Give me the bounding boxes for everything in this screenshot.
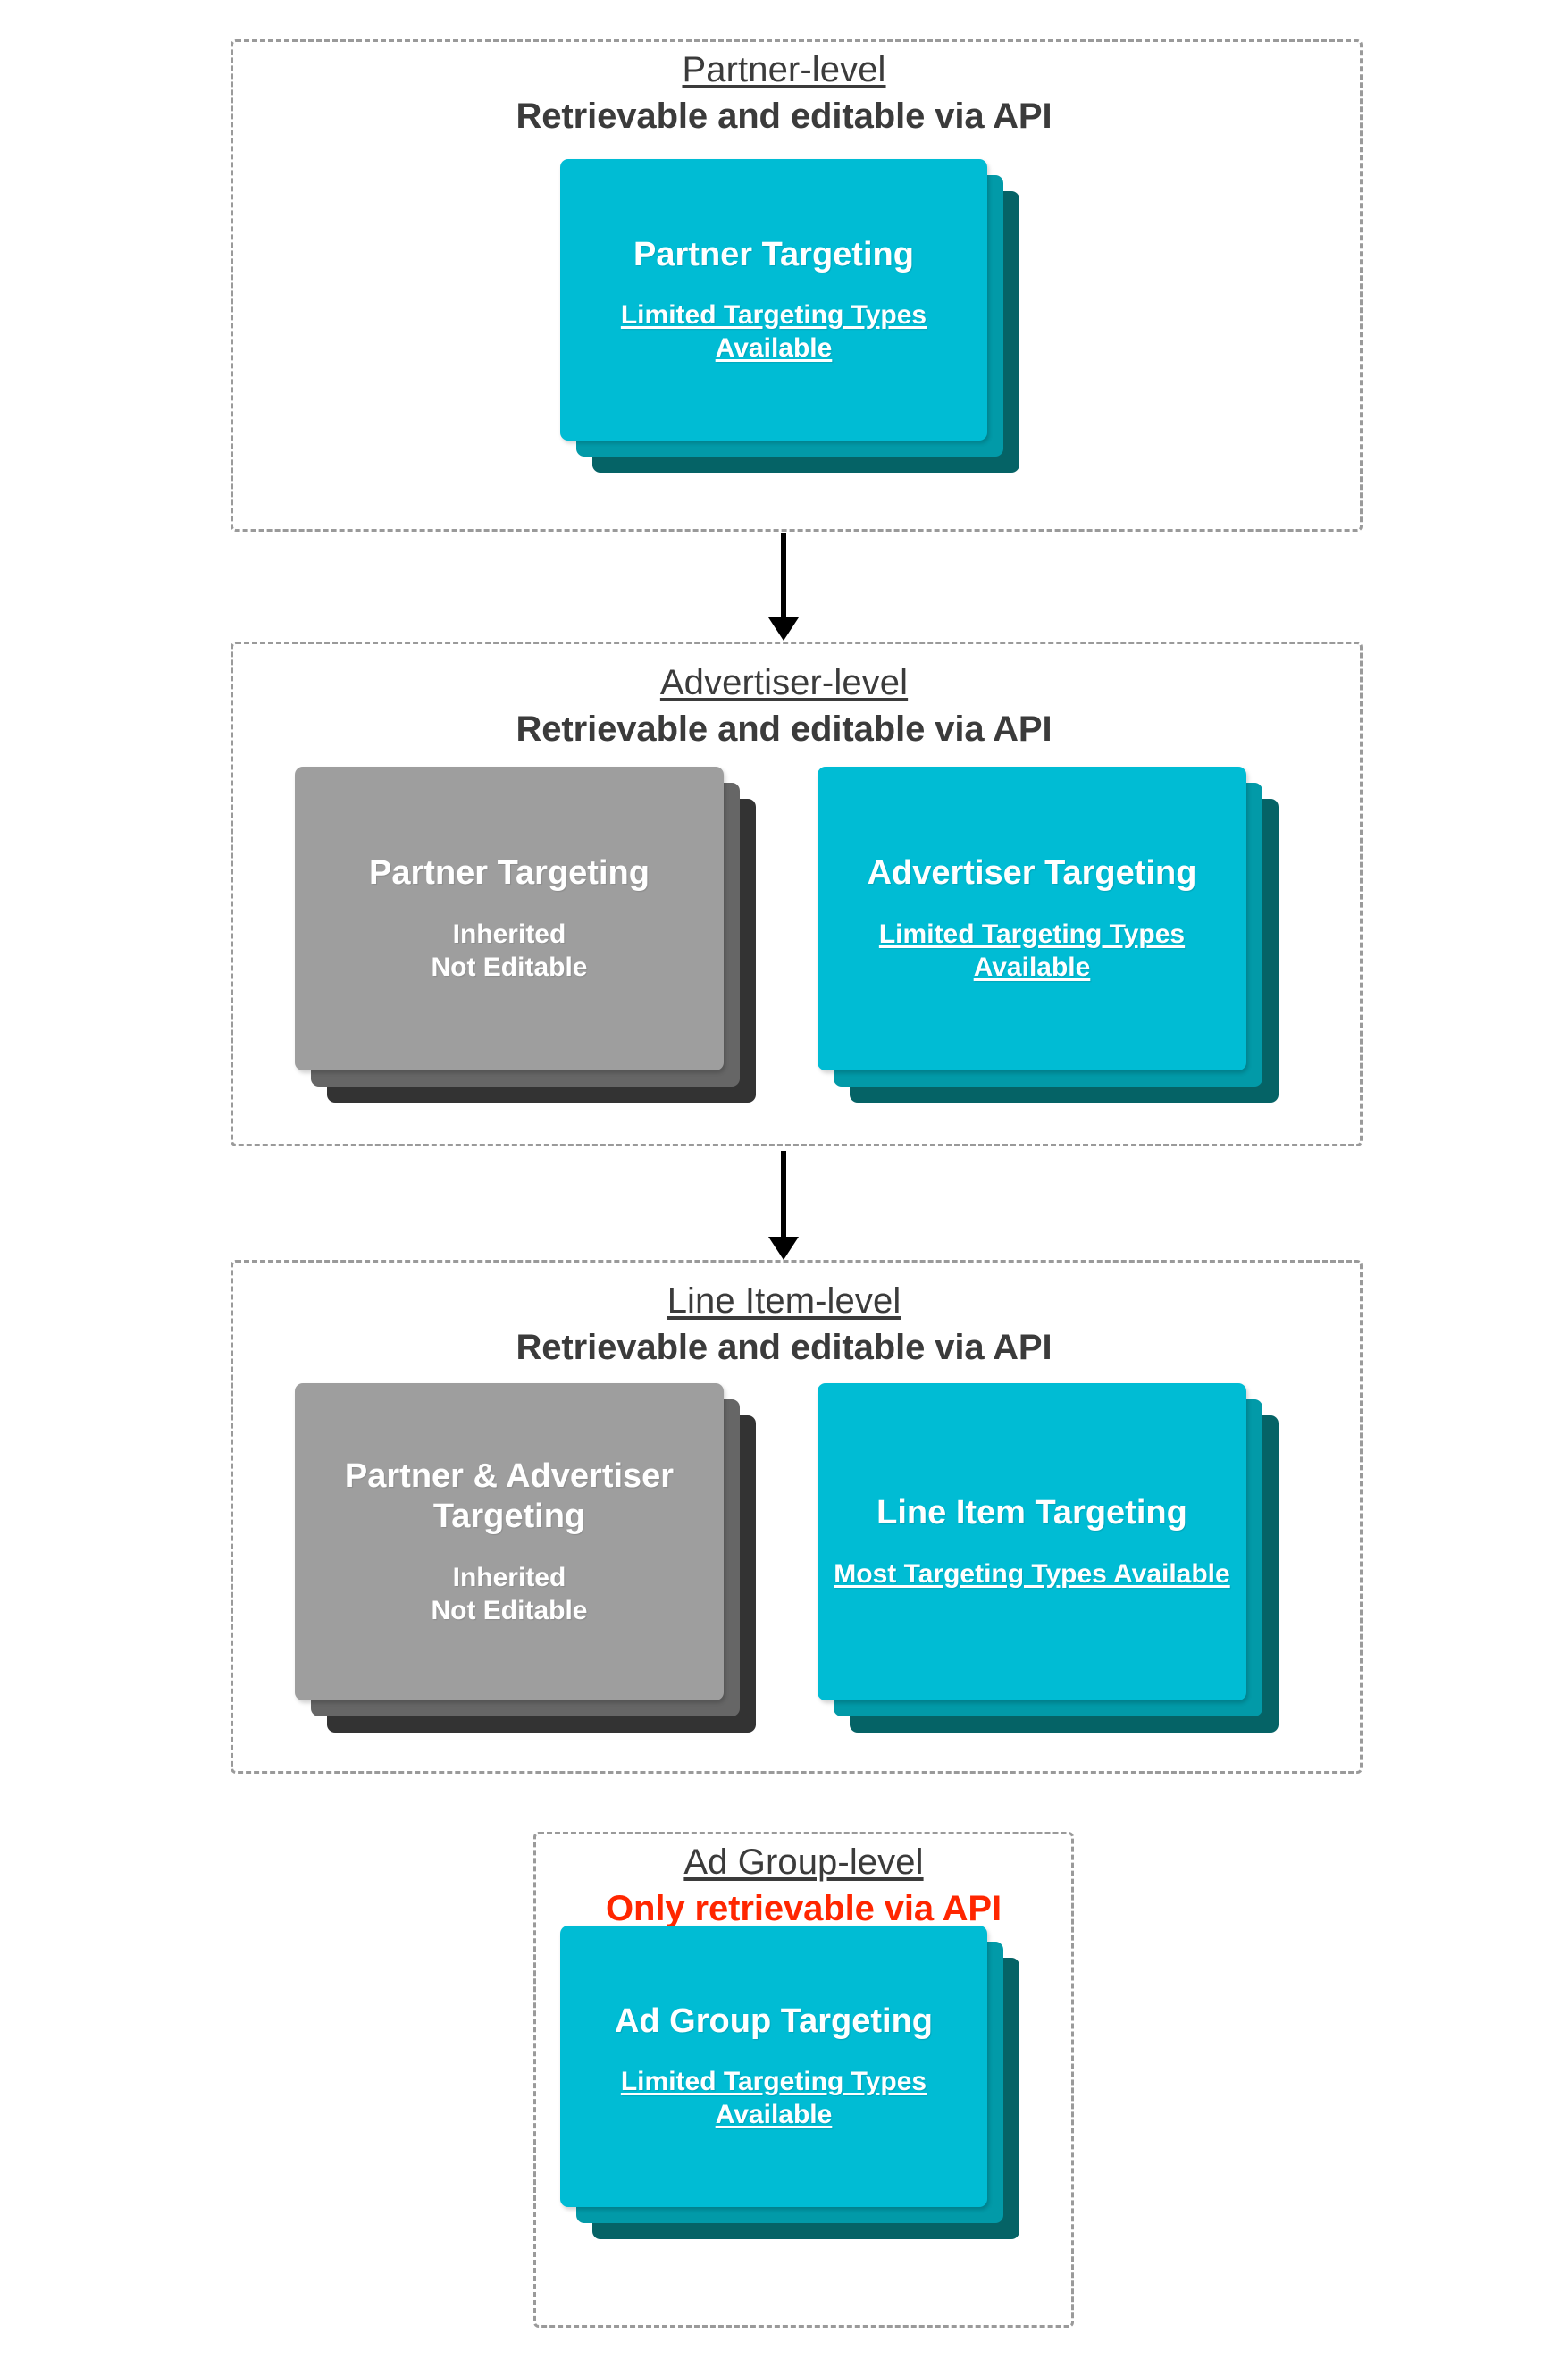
card-advertiser-targeting[interactable]: Advertiser Targeting Limited Targeting T… bbox=[818, 767, 1279, 1103]
card-adgroup-targeting[interactable]: Ad Group Targeting Limited Targeting Typ… bbox=[560, 1926, 1019, 2239]
arrow-down-icon-advertiser-to-lineitem bbox=[766, 1151, 801, 1260]
level-header-adgroup: Ad Group-level Only retrievable via API bbox=[533, 1841, 1074, 1931]
card-face-lineitem-targeting[interactable]: Line Item Targeting Most Targeting Types… bbox=[818, 1383, 1246, 1700]
card-title: Partner Targeting bbox=[369, 854, 650, 893]
card-note: Limited Targeting Types Available bbox=[620, 300, 927, 364]
level-header-lineitem: Line Item-level Retrievable and editable… bbox=[0, 1280, 1568, 1370]
arrow-head bbox=[768, 1237, 799, 1260]
card-note: Inherited Not Editable bbox=[431, 1562, 588, 1626]
level-title-advertiser: Advertiser-level bbox=[659, 663, 909, 702]
level-api-note-advertiser: Retrievable and editable via API bbox=[516, 709, 1052, 749]
card-note: Inherited Not Editable bbox=[431, 919, 588, 982]
card-lineitem-inherited-partner-advertiser-targeting[interactable]: Partner & Advertiser Targeting Inherited… bbox=[295, 1383, 756, 1733]
card-face-partner-targeting[interactable]: Partner Targeting Limited Targeting Type… bbox=[560, 159, 987, 441]
arrow-down-icon-partner-to-advertiser bbox=[766, 533, 801, 641]
level-container-advertiser bbox=[231, 642, 1363, 1146]
level-api-note-lineitem: Retrievable and editable via API bbox=[516, 1327, 1052, 1367]
card-title: Advertiser Targeting bbox=[867, 854, 1197, 893]
card-lineitem-targeting[interactable]: Line Item Targeting Most Targeting Types… bbox=[818, 1383, 1279, 1733]
level-title-adgroup: Ad Group-level bbox=[683, 1842, 924, 1882]
level-container-lineitem bbox=[231, 1260, 1363, 1774]
card-title: Line Item Targeting bbox=[876, 1494, 1187, 1532]
arrow-head bbox=[768, 617, 799, 641]
arrow-shaft bbox=[781, 533, 786, 617]
level-header-advertiser: Advertiser-level Retrievable and editabl… bbox=[0, 661, 1568, 751]
level-header-partner: Partner-level Retrievable and editable v… bbox=[0, 48, 1568, 138]
card-face-lineitem-inherited[interactable]: Partner & Advertiser Targeting Inherited… bbox=[295, 1383, 724, 1700]
card-partner-targeting[interactable]: Partner Targeting Limited Targeting Type… bbox=[560, 159, 1019, 473]
level-container-adgroup bbox=[533, 1832, 1074, 2328]
card-face-advertiser-inherited[interactable]: Partner Targeting Inherited Not Editable bbox=[295, 767, 724, 1070]
arrow-shaft bbox=[781, 1151, 786, 1237]
card-title: Partner Targeting bbox=[633, 235, 914, 273]
card-title: Ad Group Targeting bbox=[614, 2002, 934, 2040]
card-face-adgroup-targeting[interactable]: Ad Group Targeting Limited Targeting Typ… bbox=[560, 1926, 987, 2207]
level-title-lineitem: Line Item-level bbox=[667, 1281, 901, 1321]
card-note: Most Targeting Types Available bbox=[834, 1558, 1230, 1589]
level-api-note-partner: Retrievable and editable via API bbox=[516, 96, 1052, 136]
card-note: Limited Targeting Types Available bbox=[878, 919, 1186, 982]
level-api-note-adgroup: Only retrievable via API bbox=[606, 1888, 1002, 1928]
card-advertiser-inherited-partner-targeting[interactable]: Partner Targeting Inherited Not Editable bbox=[295, 767, 756, 1103]
card-face-advertiser-targeting[interactable]: Advertiser Targeting Limited Targeting T… bbox=[818, 767, 1246, 1070]
level-container-partner bbox=[231, 39, 1363, 532]
card-title: Partner & Advertiser Targeting bbox=[344, 1456, 675, 1536]
card-note: Limited Targeting Types Available bbox=[620, 2067, 927, 2130]
level-title-partner: Partner-level bbox=[682, 50, 886, 89]
